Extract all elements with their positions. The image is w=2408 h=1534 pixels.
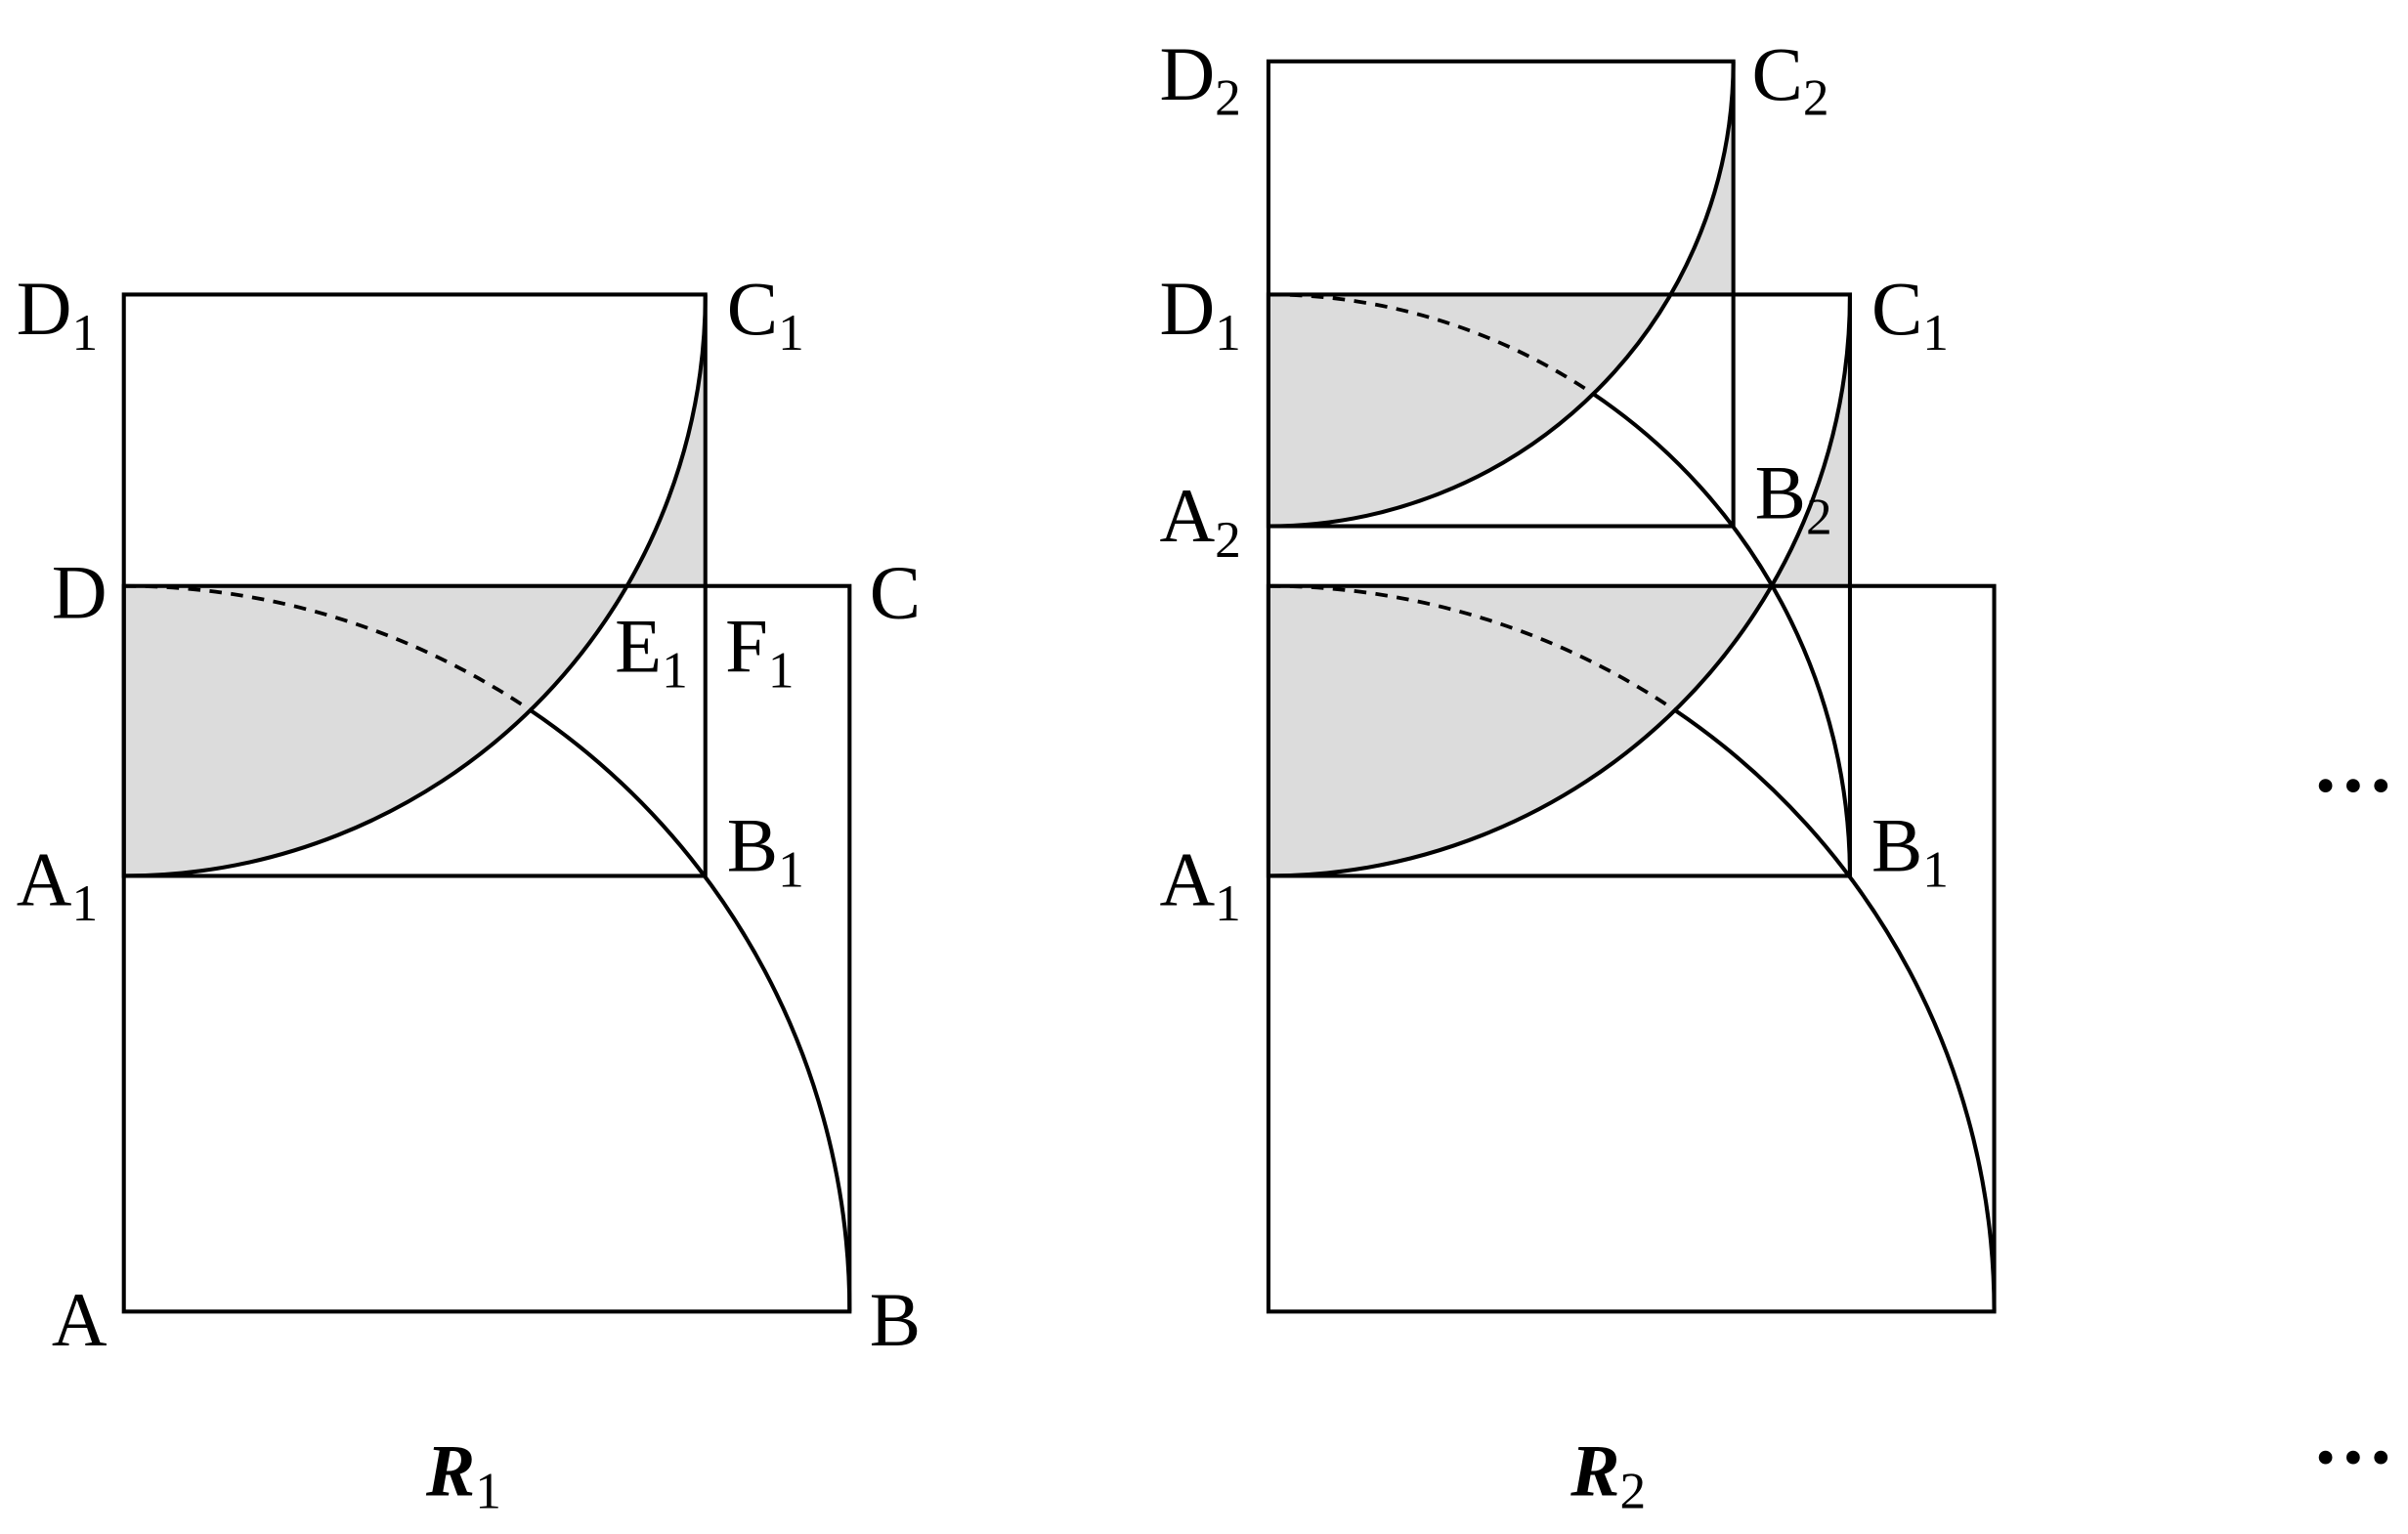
label-b1: B1 [727, 803, 804, 899]
label-a1: A1 [17, 836, 98, 932]
label-a: A [52, 1277, 108, 1362]
arc-a1-c1 [1268, 294, 1853, 878]
label-f1: F1 [725, 604, 794, 700]
arc-to-b [1673, 708, 1997, 1312]
label-b1: B1 [1871, 803, 1949, 899]
ellipsis-top: ··· [2312, 740, 2395, 831]
shaded-region-left-2 [1268, 294, 1671, 527]
shaded-region-right [626, 294, 706, 586]
arc-a2-c2 [1268, 61, 1736, 529]
label-d2: D2 [1159, 31, 1240, 127]
label-e1: E1 [615, 604, 688, 700]
label-d1: D1 [17, 266, 98, 362]
label-d1: D1 [1159, 266, 1240, 362]
square-abcd [1266, 583, 1997, 1314]
shaded-region-left-1 [1268, 585, 1772, 876]
arc-d-dashed [123, 583, 532, 712]
shaded-region-left [123, 585, 627, 876]
label-c1: C1 [1871, 266, 1949, 362]
ellipsis-bottom: ··· [2312, 1412, 2395, 1504]
label-b: B [870, 1277, 921, 1362]
caption-r1: R1 [425, 1431, 501, 1520]
arc-to-b1 [1592, 392, 1853, 876]
arc-to-b [529, 708, 852, 1312]
caption-r2: R2 [1570, 1431, 1646, 1520]
square-a2b2c2d2 [1266, 59, 1736, 529]
shaded-region-right-2 [1670, 61, 1734, 295]
arc-d-dashed [1268, 583, 1677, 712]
label-a2: A2 [1159, 473, 1240, 569]
figure-r1: D1 C1 D C E1 F1 A1 B1 A B R1 [17, 266, 921, 1519]
label-c1: C1 [727, 266, 804, 362]
label-a1: A1 [1159, 836, 1240, 932]
shaded-region-right-1 [1771, 294, 1850, 586]
arc-d1-dashed [1268, 292, 1595, 397]
figure-r2: D2 C2 D1 C1 A2 B2 A1 B1 R2 [1159, 31, 1997, 1520]
square-abcd [121, 583, 852, 1314]
label-b2: B2 [1755, 450, 1832, 546]
label-c: C [870, 550, 921, 635]
label-c2: C2 [1751, 31, 1828, 127]
label-d: D [52, 550, 108, 635]
arc-a1-c1 [123, 294, 708, 878]
